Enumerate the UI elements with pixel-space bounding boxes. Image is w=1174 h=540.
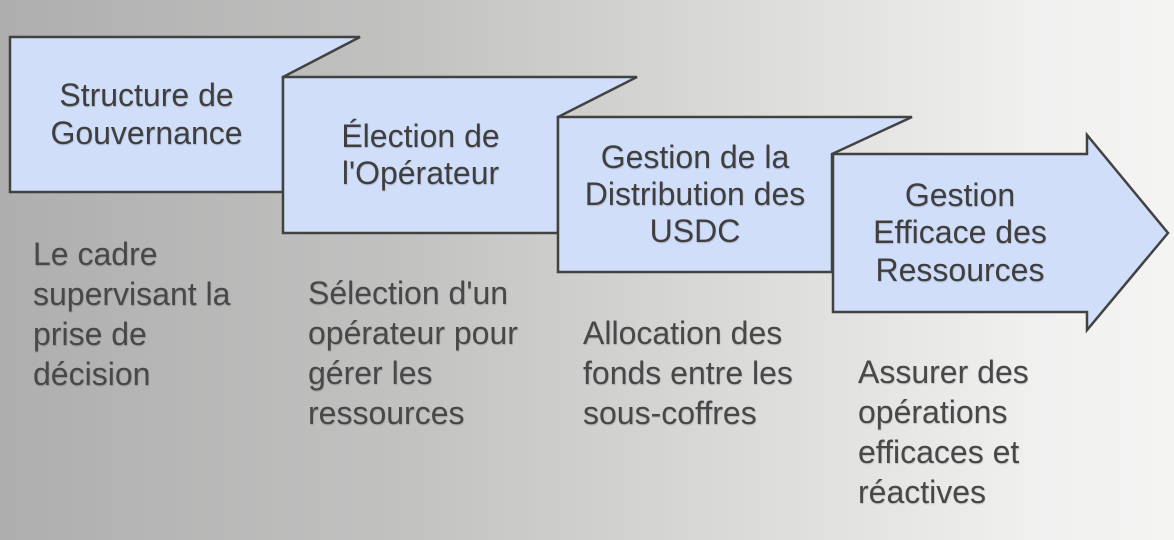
- step-4-description: Assurer des opérations efficaces et réac…: [858, 354, 1029, 510]
- step-1-description: Le cadre supervisant la prise de décisio…: [33, 236, 231, 392]
- step-2-title: Élection de l'Opérateur: [341, 117, 500, 191]
- step-3-title: Gestion de la Distribution des USDC: [584, 138, 806, 250]
- step-1-title: Structure de Gouvernance: [50, 77, 243, 151]
- step-2-description: Sélection d'un opérateur pour gérer les …: [308, 275, 518, 431]
- step-4-title: Gestion Efficace des Ressources: [873, 177, 1047, 288]
- step-4-right-arrow-shape: [831, 131, 1170, 334]
- step-3-description: Allocation des fonds entre les sous-coff…: [583, 315, 793, 431]
